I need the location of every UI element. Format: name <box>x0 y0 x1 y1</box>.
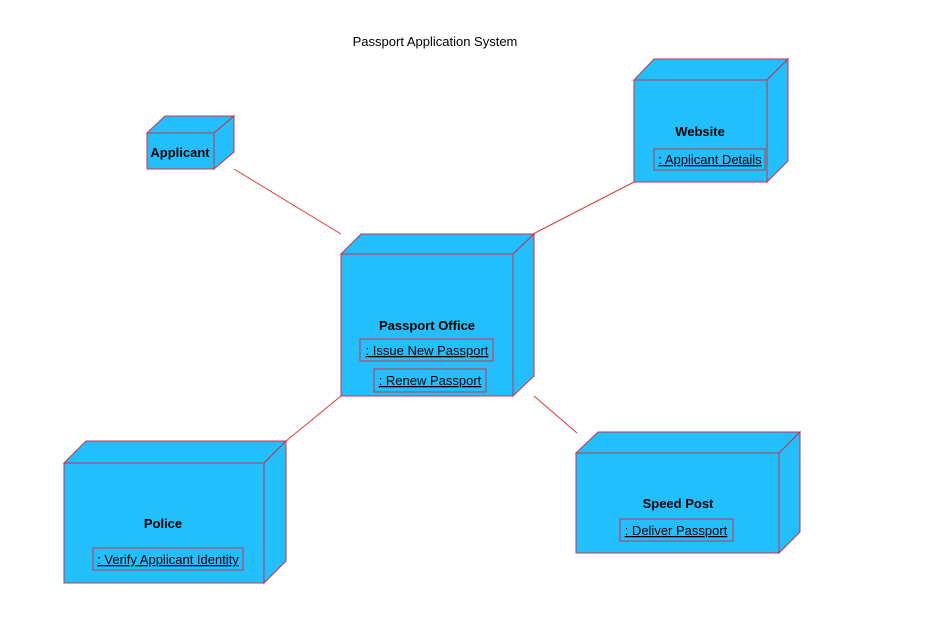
node-police-front <box>63 462 265 584</box>
node-passport-office-front <box>340 253 514 397</box>
artifact-renew-passport-label: : Renew Passport <box>379 373 482 388</box>
node-applicant-front <box>146 132 215 170</box>
artifact-renew-passport[interactable]: : Renew Passport <box>373 368 487 393</box>
artifact-verify-applicant-identity-label: : Verify Applicant Identity <box>97 552 239 567</box>
node-passport-office-name: Passport Office <box>379 318 475 333</box>
node-applicant[interactable]: Applicant <box>145 114 236 171</box>
connectors <box>233 168 635 442</box>
artifact-issue-new-passport-box <box>359 338 494 362</box>
node-speed-post[interactable]: Speed Post : Deliver Passport <box>574 430 802 555</box>
connector-speed-post-passport-office <box>533 395 578 434</box>
node-speed-post-front <box>575 452 780 554</box>
node-website-front <box>633 79 768 183</box>
artifact-verify-applicant-identity-box <box>92 547 244 571</box>
connector-police-passport-office <box>285 395 342 442</box>
artifact-deliver-passport-box <box>619 518 734 542</box>
artifact-deliver-passport-label: : Deliver Passport <box>625 523 728 538</box>
artifact-applicant-details-box <box>653 148 766 171</box>
node-website[interactable]: Website : Applicant Details <box>632 57 790 184</box>
node-website-side <box>766 57 789 184</box>
artifact-issue-new-passport-label: : Issue New Passport <box>366 343 489 358</box>
node-passport-office-side <box>512 232 535 398</box>
node-police-top <box>62 440 288 464</box>
node-police-name: Police <box>144 516 182 531</box>
node-website-name: Website <box>675 124 725 139</box>
node-speed-post-top <box>574 431 802 454</box>
node-applicant-name: Applicant <box>150 145 210 160</box>
node-passport-office-top <box>339 233 536 255</box>
artifact-applicant-details[interactable]: : Applicant Details <box>653 148 766 171</box>
artifact-issue-new-passport[interactable]: : Issue New Passport <box>359 338 494 362</box>
node-speed-post-side <box>778 430 801 555</box>
node-speed-post-name: Speed Post <box>643 496 714 511</box>
node-passport-office[interactable]: Passport Office : Issue New Passport : R… <box>339 232 536 398</box>
diagram-title: Passport Application System <box>353 34 518 49</box>
artifact-deliver-passport[interactable]: : Deliver Passport <box>619 518 734 542</box>
node-police-side <box>263 439 287 585</box>
node-website-top <box>632 58 790 81</box>
node-police[interactable]: Police : Verify Applicant Identity <box>62 439 288 585</box>
artifact-verify-applicant-identity[interactable]: : Verify Applicant Identity <box>92 547 244 571</box>
connector-website-passport-office <box>532 181 635 235</box>
artifact-applicant-details-label: : Applicant Details <box>658 152 762 167</box>
connector-applicant-passport-office <box>233 168 342 235</box>
artifact-renew-passport-box <box>373 368 487 393</box>
